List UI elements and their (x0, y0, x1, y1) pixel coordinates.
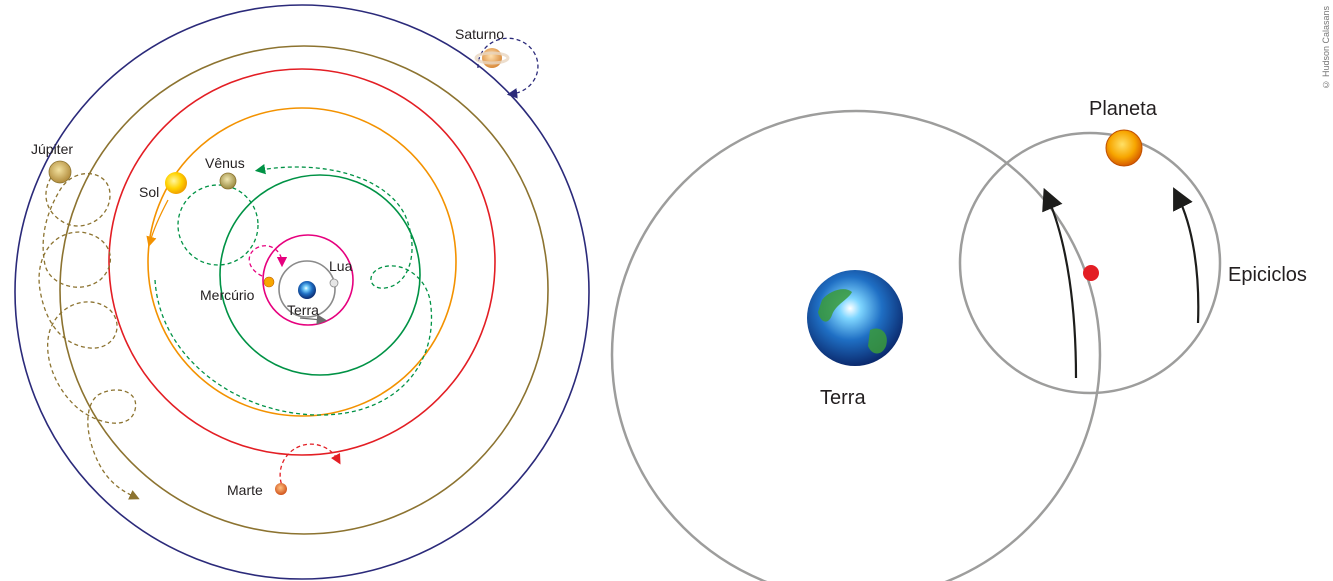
jupiter-epicycles (38, 171, 140, 500)
deferent-arrow (1042, 187, 1078, 379)
mercurio-planet (263, 276, 275, 288)
jupiter-orbit (59, 45, 549, 535)
mercurio-orbit (262, 234, 354, 326)
marte-orbit (108, 68, 496, 456)
marte-planet (275, 483, 287, 495)
venus-planet (219, 172, 237, 190)
sol-planet (165, 172, 187, 194)
deferent-circle (610, 109, 1102, 581)
sol-label: Sol (139, 184, 159, 200)
terra-continents (818, 289, 887, 354)
planeta-body (1105, 129, 1143, 167)
venus-epicycles (154, 164, 433, 416)
saturno-label: Saturno (455, 26, 504, 42)
jupiter-planet (48, 160, 72, 184)
lua-label: Lua (329, 258, 353, 274)
saturno-planet (482, 48, 502, 68)
marte-label: Marte (227, 482, 263, 498)
terra-planet (298, 281, 316, 299)
epiciclos-label: Epiciclos (1228, 264, 1307, 286)
mercurio-epicycle (248, 245, 288, 277)
mercurio-label: Mercúrio (200, 287, 255, 303)
venus-orbit (219, 174, 421, 376)
sol-orbit (147, 107, 457, 417)
geocentric-system: Saturno Júpiter Sol Vênus Lua Mercúrio T… (14, 4, 590, 580)
epicycle-arrow (1173, 187, 1200, 324)
jupiter-label: Júpiter (31, 141, 73, 157)
lua-planet (329, 278, 339, 288)
terra-label-left: Terra (287, 302, 319, 318)
epicycle-center-point (1083, 265, 1099, 281)
epicycle-circle (958, 131, 1222, 395)
sol-arrow (146, 199, 169, 247)
venus-label: Vênus (205, 155, 245, 171)
saturno-orbit (14, 4, 590, 580)
saturno-ring (474, 51, 510, 65)
epicycle-model: Planeta Epiciclos Terra (610, 98, 1307, 581)
lua-orbit (278, 260, 336, 318)
lua-arrow (299, 314, 328, 325)
terra-label-right: Terra (820, 387, 866, 409)
credit-text: © Hudson Calasans (1321, 6, 1331, 90)
marte-epicycle (279, 443, 341, 491)
planeta-label: Planeta (1089, 98, 1158, 120)
saturno-epicycle (477, 37, 539, 99)
